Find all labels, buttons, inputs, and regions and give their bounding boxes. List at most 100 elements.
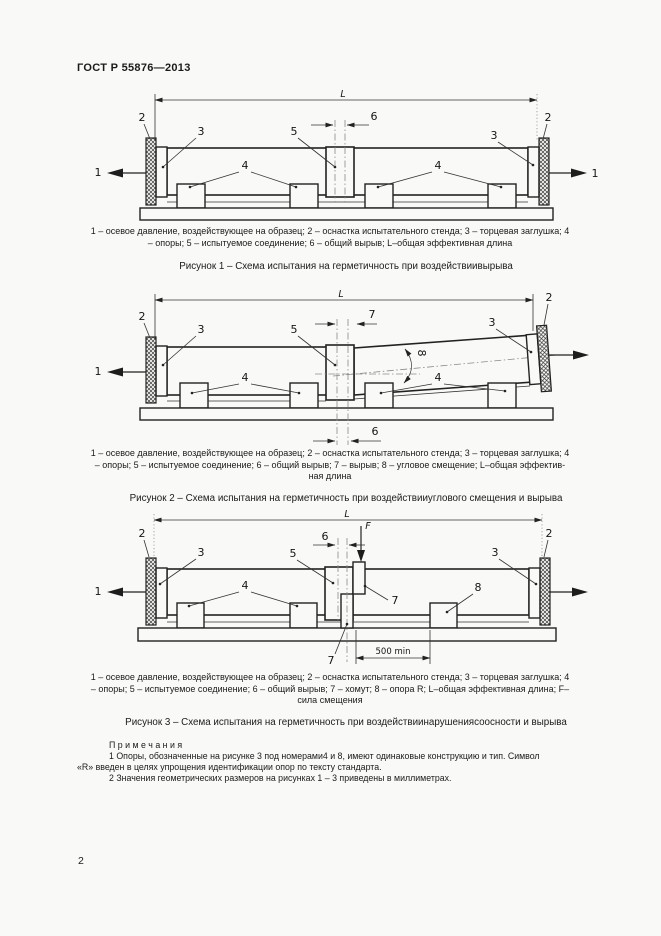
end-plate-left [155,345,168,397]
callout-2-right-line [542,123,548,140]
base-plate [139,207,554,221]
fig1-label-4-right: 4 [435,159,442,172]
callout-3-left-line [159,558,197,585]
fig3-label-5: 5 [290,547,297,560]
fig2-label-L: L [338,289,343,300]
callout-4-left-line2 [250,383,300,394]
callout-3-left-line [162,335,197,366]
fig2-label-2-left: 2 [139,310,146,323]
support-block-2 [289,602,318,629]
fig1-label-L: L [340,89,345,100]
support-block-2 [289,382,319,409]
support-block-1 [176,183,206,209]
end-assembly-right-tilted [525,324,553,393]
fig2-label-2-right: 2 [546,291,553,304]
note-1-line-1: 1 Опоры, обозначенные на рисунке 3 под н… [109,751,540,761]
caption-line: – опоры; 5 – испытуемое соединение; 6 – … [147,237,513,248]
force-arrow-icon [357,550,365,562]
callout-5-line [296,559,334,584]
figure2-title: Рисунок 2 – Схема испытания на герметичн… [129,493,563,504]
clamp-upper [352,561,366,595]
fig3-label-3-left: 3 [198,546,205,559]
axial-arrow-left-icon [107,587,123,597]
axial-arrow-right-icon [573,350,589,360]
end-plate-right [527,146,540,198]
end-cap-right [539,557,551,626]
caption-line: сила смещения [297,695,363,705]
axial-arrow-right-icon [572,587,588,597]
fig1-label-3-left: 3 [198,125,205,138]
notes-block: П р и м е ч а н и я 1 Опоры, обозначенны… [77,740,597,784]
end-cap-left [145,137,157,206]
callout-3-right-line [497,141,534,166]
callout-4-left-line2 [250,171,297,188]
notes-heading: П р и м е ч а н и я [109,740,183,750]
callout-2-left-line [143,123,151,140]
fig3-label-F: F [365,521,371,532]
end-cap-left [145,557,157,626]
fig1-label-6: 6 [371,110,378,123]
callout-4-line2 [250,591,298,607]
support-block-3 [364,382,394,409]
support-block-4 [487,183,517,209]
fig2-label-4-left: 4 [242,371,249,384]
fig3-label-2-right: 2 [546,527,553,540]
figure1-caption: 1 – осевое давление, воздействующее на о… [69,226,591,249]
fig2-label-8: 8 [415,350,428,357]
fig1-label-1-left: 1 [95,166,102,179]
end-plate-left [155,567,168,619]
caption-line: 1 – осевое давление, воздействующее на о… [90,448,570,458]
end-cap-left [145,336,157,404]
callout-4-left-line1 [191,383,240,394]
fig3-label-L: L [344,509,349,520]
figure3-diagram: L F 6 500 min 1 [95,509,588,667]
fig3-label-1-left: 1 [95,585,102,598]
fig3-label-3-right: 3 [492,546,499,559]
axial-arrow-left-icon [107,168,123,178]
figure3-caption: 1 – осевое давление, воздействующее на о… [69,672,591,707]
callout-3-right-line [498,558,537,585]
fig3-label-2-left: 2 [139,527,146,540]
callout-5-line [297,335,336,366]
figure3-title: Рисунок 3 – Схема испытания на герметичн… [125,717,567,728]
centerline-tilted [332,354,558,377]
callout-8-line [446,593,474,613]
fig3-label-7-bottom: 7 [328,654,335,667]
base-plate [139,407,554,421]
support-block-r [429,602,458,629]
callout-3-left-line [162,137,197,168]
fig3-label-4: 4 [242,579,249,592]
fig2-label-5: 5 [291,323,298,336]
tested-joint [325,146,355,198]
end-cap-right [535,324,553,393]
fig3-label-7-top: 7 [392,594,399,607]
note-2: 2 Значения геометрических размеров на ри… [109,773,452,783]
fig3-label-6: 6 [322,530,329,543]
fig2-label-4-right: 4 [435,371,442,384]
figure1-diagram: L 6 1 1 2 2 3 3 [95,89,599,221]
page-number: 2 [78,855,84,867]
support-block-1 [179,382,209,409]
fig1-label-3-right: 3 [491,129,498,142]
caption-line: 1 – осевое давление, воздействующее на о… [90,226,570,236]
caption-line: 1 – осевое давление, воздействующее на о… [90,672,570,682]
axial-arrow-right-icon [571,168,587,178]
end-plate-left [155,146,168,198]
callout-2-right-line [543,539,549,558]
callout-5-line [297,137,336,168]
note-1-line-2: «R» введен в целях упрощения идентификац… [77,762,382,772]
support-block-1 [176,602,205,629]
caption-line: – опоры; 5 – испытуемое соединение; 6 – … [94,459,566,470]
figure2-diagram: L 8 7 6 1 [95,289,589,445]
caption-line: – опоры; 5 – испытуемое соединение; 6 – … [90,683,570,694]
callout-7-bottom-line [334,623,348,655]
fig3-label-8: 8 [475,581,482,594]
caption-line: ная длина [308,471,352,481]
callout-4-line1 [188,591,240,607]
fig2-label-1-left: 1 [95,365,102,378]
callout-2-left-line [143,322,151,339]
support-block-2 [289,183,319,209]
fig2-label-7: 7 [369,308,376,321]
callout-2-left-line [143,539,150,558]
fig1-label-4-left: 4 [242,159,249,172]
